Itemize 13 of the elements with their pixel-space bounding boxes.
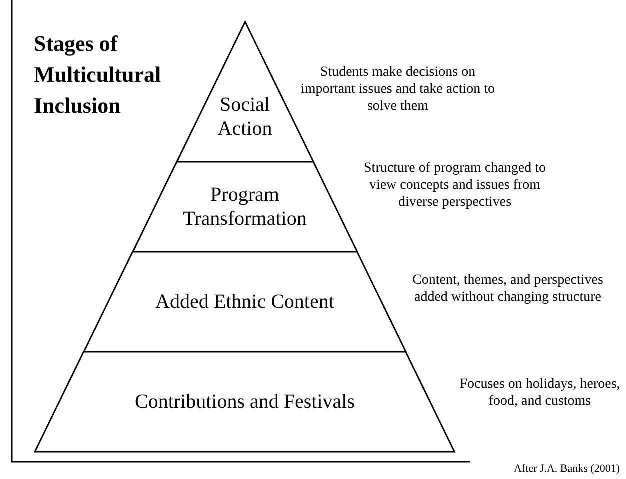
tier-label: Contributions and Festivals [134,390,356,414]
tier-description: Focuses on holidays, heroes, food, and customs [458,376,622,410]
pyramid-tier [132,162,358,252]
tier-description: Structure of program changed to view concepts and issues from diverse perspectives [363,160,547,211]
tier-label: Added Ethnic Content [154,290,336,314]
tier-description: Students make decisions on important issues and take action to solve them [300,64,496,115]
tier-label: Social Action [216,93,274,141]
tier-label: Program Transformation [182,183,308,231]
pyramid-tier [35,352,455,452]
tier-description: Content, themes, and perspectives added without changing structure [412,272,604,306]
source-caption: After J.A. Banks (2001) [512,462,620,476]
diagram-title: Stages of Multicultural Inclusion [34,30,162,120]
pyramid-tier [84,252,406,352]
